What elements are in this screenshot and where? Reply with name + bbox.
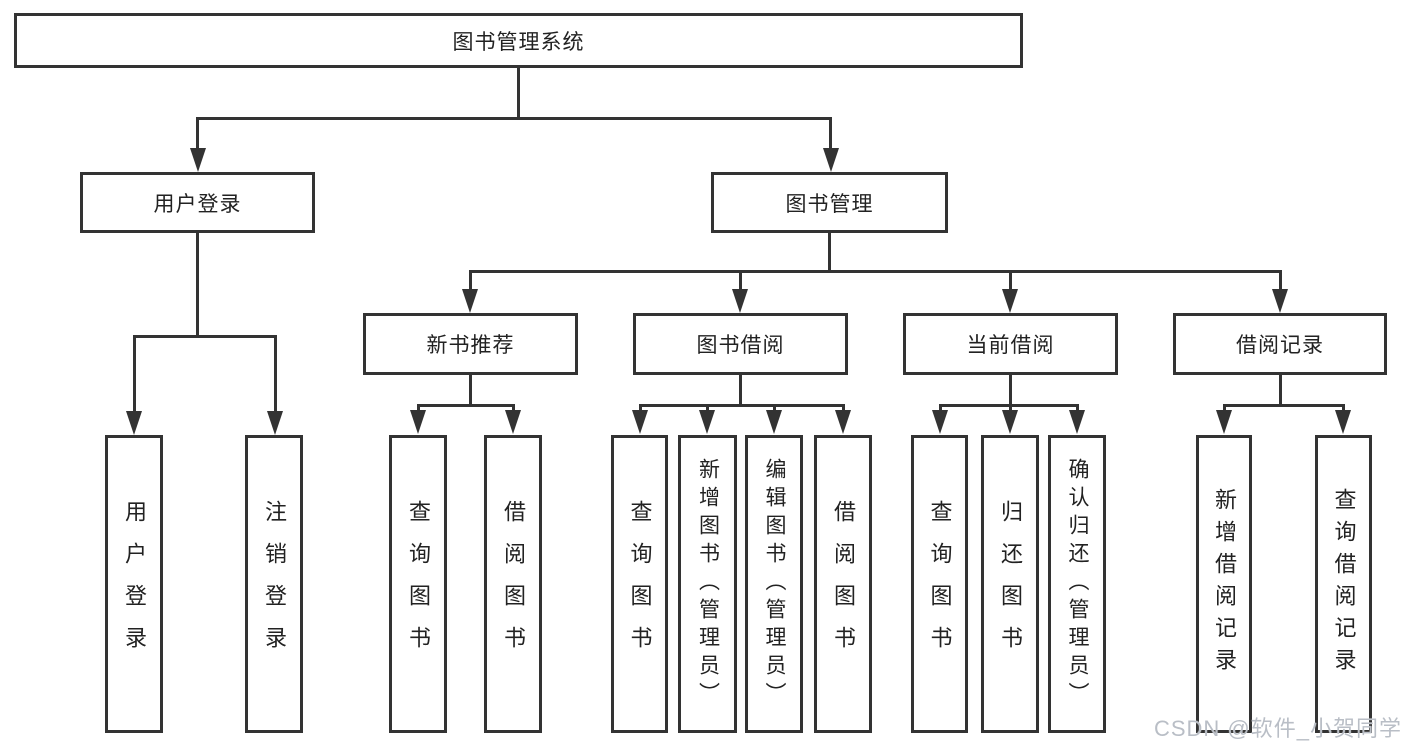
connector-line	[842, 404, 845, 414]
node-borrowing-records: 借阅记录	[1173, 313, 1387, 375]
connector-line	[706, 404, 709, 414]
leaf-logout: 注销登录	[245, 435, 303, 733]
connector-line	[1009, 404, 1012, 414]
connector-line	[417, 404, 515, 407]
node-book-management: 图书管理	[711, 172, 948, 233]
node-new-book-recommend: 新书推荐	[363, 313, 578, 375]
connector-line	[196, 233, 199, 338]
connector-line	[828, 233, 831, 273]
arrow-down-icon	[1335, 410, 1351, 434]
arrow-down-icon	[766, 410, 782, 434]
connector-line	[512, 404, 515, 414]
arrow-down-icon	[1069, 410, 1085, 434]
connector-line	[1342, 404, 1345, 414]
leaf-return-books: 归还图书	[981, 435, 1039, 733]
connector-line	[639, 404, 844, 407]
connector-line	[133, 335, 277, 338]
connector-line	[133, 335, 136, 415]
connector-line	[469, 375, 472, 407]
arrow-down-icon	[190, 148, 206, 172]
connector-line	[196, 117, 199, 151]
connector-line	[829, 117, 832, 151]
connector-line	[1223, 404, 1226, 414]
node-current-borrowing: 当前借阅	[903, 313, 1118, 375]
arrow-down-icon	[835, 410, 851, 434]
arrow-down-icon	[1002, 410, 1018, 434]
arrow-down-icon	[462, 289, 478, 313]
arrow-down-icon	[410, 410, 426, 434]
connector-line	[469, 270, 1282, 273]
connector-line	[1223, 404, 1345, 407]
connector-line	[417, 404, 420, 414]
leaf-query-borrow-record: 查询借阅记录	[1315, 435, 1372, 733]
connector-line	[1279, 375, 1282, 407]
arrow-down-icon	[126, 411, 142, 435]
connector-line	[1076, 404, 1079, 414]
leaf-user-login: 用户登录	[105, 435, 163, 733]
connector-line	[517, 68, 520, 118]
arrow-down-icon	[267, 411, 283, 435]
leaf-query-books-recommend: 查询图书	[389, 435, 447, 733]
leaf-borrow-books: 借阅图书	[814, 435, 872, 733]
arrow-down-icon	[1002, 289, 1018, 313]
leaf-confirm-return-admin: 确认归还（管理员）	[1048, 435, 1106, 733]
arrow-down-icon	[699, 410, 715, 434]
arrow-down-icon	[505, 410, 521, 434]
connector-line	[939, 404, 942, 414]
connector-line	[773, 404, 776, 414]
leaf-borrow-books-recommend: 借阅图书	[484, 435, 542, 733]
connector-line	[1279, 270, 1282, 292]
arrow-down-icon	[1272, 289, 1288, 313]
connector-line	[469, 270, 472, 292]
node-library-management-system: 图书管理系统	[14, 13, 1023, 68]
leaf-query-books-borrowing: 查询图书	[611, 435, 668, 733]
connector-line	[1009, 270, 1012, 292]
arrow-down-icon	[1216, 410, 1232, 434]
connector-line	[274, 335, 277, 415]
csdn-watermark: CSDN @软件_小贺同学	[1153, 716, 1402, 741]
leaf-add-books-admin: 新增图书（管理员）	[678, 435, 737, 733]
connector-line	[639, 404, 642, 414]
connector-line	[196, 117, 832, 120]
arrow-down-icon	[632, 410, 648, 434]
arrow-down-icon	[732, 289, 748, 313]
arrow-down-icon	[932, 410, 948, 434]
connector-line	[739, 270, 742, 292]
node-user-login: 用户登录	[80, 172, 315, 233]
arrow-down-icon	[823, 148, 839, 172]
connector-line	[1009, 375, 1012, 407]
leaf-add-borrow-record: 新增借阅记录	[1196, 435, 1252, 733]
connector-line	[739, 375, 742, 407]
leaf-edit-books-admin: 编辑图书（管理员）	[745, 435, 803, 733]
leaf-query-books-current: 查询图书	[911, 435, 968, 733]
node-book-borrowing: 图书借阅	[633, 313, 848, 375]
